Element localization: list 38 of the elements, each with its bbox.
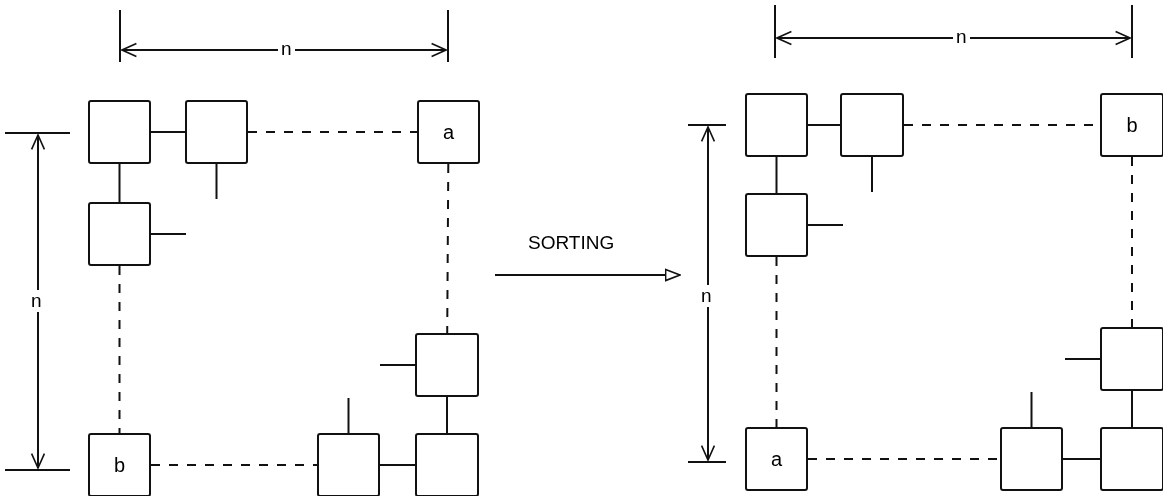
link-line xyxy=(150,131,186,133)
processor-box: a xyxy=(745,427,808,491)
link-line xyxy=(1131,156,1133,328)
processor-box: a xyxy=(417,100,480,164)
link-line xyxy=(775,156,778,194)
processor-box xyxy=(745,93,808,157)
stub-line xyxy=(150,233,187,235)
stub-line xyxy=(379,364,416,366)
processor-box xyxy=(840,93,904,157)
link-line xyxy=(118,265,121,434)
link-line xyxy=(807,124,841,126)
stub-line xyxy=(347,397,350,434)
link-line xyxy=(446,396,448,434)
processor-box xyxy=(1100,327,1163,391)
stub-line xyxy=(1064,358,1101,360)
link-line xyxy=(379,464,416,466)
link-line xyxy=(1062,458,1101,460)
link-line xyxy=(150,464,318,466)
stub-line xyxy=(807,224,844,226)
processor-box xyxy=(1000,427,1063,491)
processor-box xyxy=(415,333,479,397)
stub-line xyxy=(871,156,873,193)
link-line xyxy=(247,131,418,133)
processor-box xyxy=(415,433,479,496)
processor-box xyxy=(88,202,151,266)
processor-box xyxy=(185,100,248,164)
link-line xyxy=(1131,390,1133,428)
link-line xyxy=(775,256,778,428)
stub-line xyxy=(1030,391,1033,428)
link-line xyxy=(446,163,450,334)
stub-line xyxy=(215,163,218,200)
processor-box xyxy=(745,193,808,257)
link-line xyxy=(118,163,121,203)
processor-box xyxy=(317,433,380,496)
processor-box: b xyxy=(88,433,151,496)
processor-box xyxy=(88,100,151,164)
processor-box: b xyxy=(1100,93,1163,157)
processor-box xyxy=(1100,427,1163,491)
